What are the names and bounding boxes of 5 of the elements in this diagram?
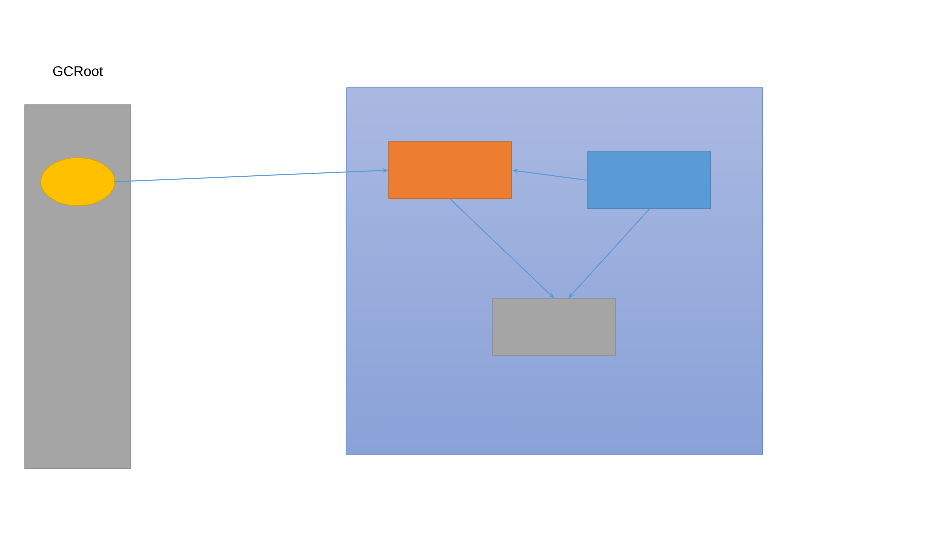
- object-box: [588, 152, 712, 210]
- root-ellipse: [40, 158, 116, 206]
- object-box: [492, 298, 616, 356]
- object-box: [388, 142, 512, 200]
- heading: GCRoot: [53, 66, 104, 76]
